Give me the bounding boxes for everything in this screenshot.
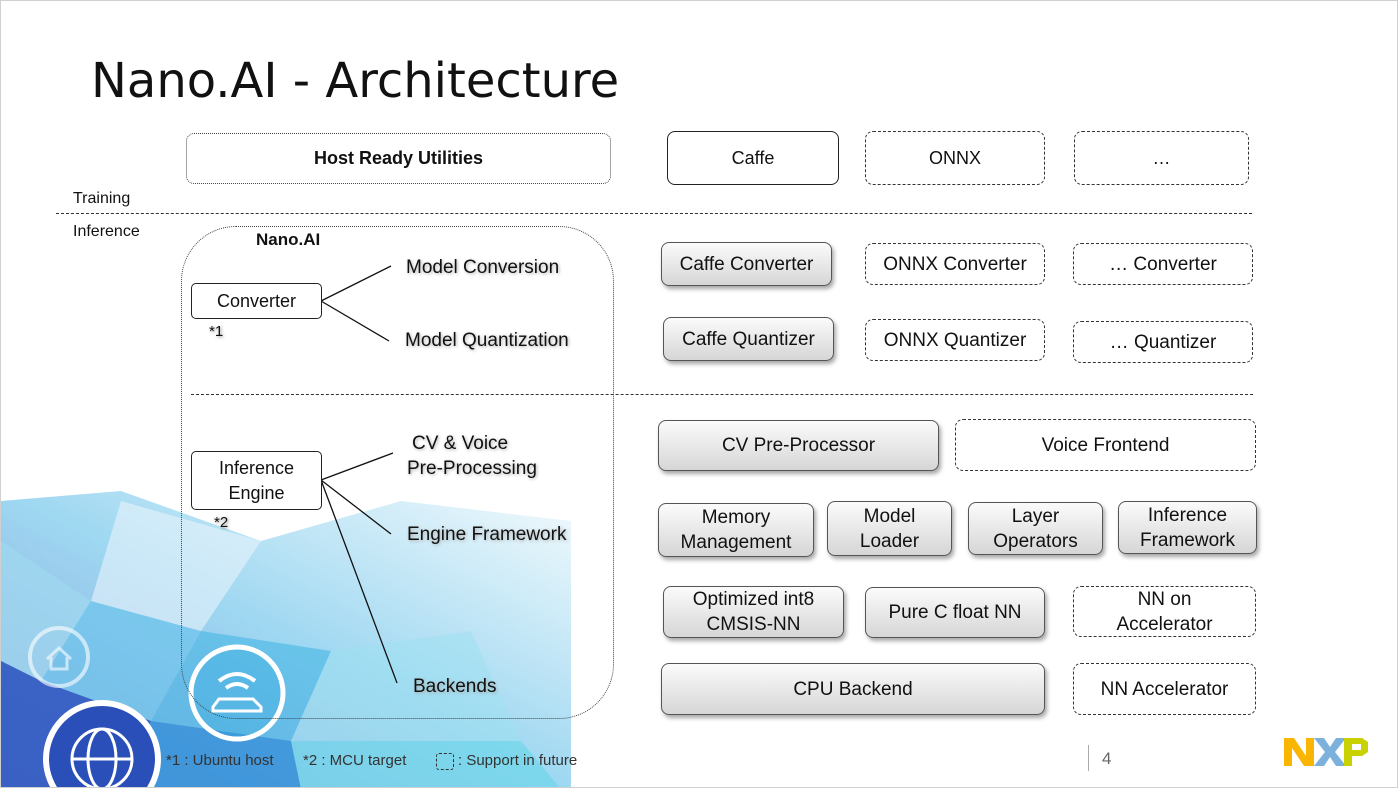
model-quantization-label: Model Quantization: [405, 330, 569, 351]
footnote-support-in-future: : Support in future: [458, 752, 578, 769]
home-icon: [28, 626, 90, 688]
memory-management-box: Memory Management: [658, 503, 814, 557]
inference-engine-line1: Inference: [218, 457, 295, 478]
inference-framework-box: Inference Framework: [1118, 501, 1257, 554]
optimized-int8-box: Optimized int8 CMSIS-NN: [663, 586, 844, 638]
model-conversion-label: Model Conversion: [406, 257, 560, 278]
footnote-ubuntu-host: *1 : Ubuntu host: [166, 752, 274, 769]
nn-accelerator-box: NN Accelerator: [1073, 663, 1256, 715]
background-polygon-art: [1, 491, 571, 787]
inf-framework-line1: Inference: [1147, 504, 1228, 526]
converter-note: *1: [209, 323, 224, 340]
int8-line1: Optimized int8: [692, 589, 815, 610]
inf-framework-line2: Framework: [1139, 529, 1235, 551]
inference-label: Inference: [73, 223, 140, 240]
pure-c-float-box: Pure C float NN: [865, 587, 1045, 638]
model-loader-line2: Loader: [859, 530, 920, 552]
page-number-divider: [1088, 745, 1089, 771]
cv-preprocessor-box: CV Pre-Processor: [658, 420, 939, 471]
layer-operators-box: Layer Operators: [968, 502, 1103, 555]
converter-box: Converter: [191, 283, 322, 319]
engine-note: *2: [214, 514, 229, 531]
nano-ai-group: [181, 226, 614, 719]
cv-voice-label-line1: CV & Voice: [412, 433, 509, 454]
converter-engine-divider: [191, 394, 1253, 395]
more-frameworks-box: …: [1074, 131, 1249, 185]
cv-voice-label-line2: Pre-Processing: [407, 458, 537, 479]
page-title: Nano.AI - Architecture: [91, 53, 620, 109]
cpu-backend-box: CPU Backend: [661, 663, 1045, 715]
nn-on-acc-line1: NN on: [1137, 588, 1192, 610]
caffe-quantizer-box: Caffe Quantizer: [663, 317, 834, 361]
onnx-quantizer-box: ONNX Quantizer: [865, 319, 1045, 361]
training-label: Training: [73, 190, 131, 207]
nxp-logo: [1284, 738, 1368, 766]
footnote-mcu-target: *2 : MCU target: [303, 752, 407, 769]
int8-line2: CMSIS-NN: [706, 614, 801, 635]
nn-on-acc-line2: Accelerator: [1116, 613, 1213, 635]
page-number: 4: [1102, 749, 1112, 768]
caffe-converter-box: Caffe Converter: [661, 242, 832, 286]
memory-line2: Management: [680, 532, 792, 553]
nano-ai-group-label: Nano.AI: [256, 230, 321, 249]
onnx-converter-box: ONNX Converter: [865, 243, 1045, 285]
memory-line1: Memory: [701, 507, 771, 528]
voice-frontend-box: Voice Frontend: [955, 419, 1256, 471]
model-loader-box: Model Loader: [827, 501, 952, 556]
inference-engine-line2: Engine: [228, 482, 285, 503]
host-ready-utilities-box: Host Ready Utilities: [186, 133, 611, 184]
backends-label: Backends: [413, 676, 497, 697]
model-loader-line1: Model: [863, 505, 916, 527]
inference-engine-box: Inference Engine: [191, 451, 322, 510]
dashed-legend-box: [436, 753, 454, 770]
onnx-box: ONNX: [865, 131, 1045, 185]
more-converter-box: … Converter: [1073, 243, 1253, 285]
layer-ops-line1: Layer: [1011, 505, 1060, 527]
training-inference-divider: [56, 213, 1252, 214]
layer-ops-line2: Operators: [993, 530, 1078, 552]
more-quantizer-box: … Quantizer: [1073, 321, 1253, 363]
caffe-box: Caffe: [667, 131, 839, 185]
engine-framework-label: Engine Framework: [407, 524, 567, 545]
nn-on-accelerator-box: NN on Accelerator: [1073, 586, 1256, 637]
globe-icon: [43, 700, 161, 787]
